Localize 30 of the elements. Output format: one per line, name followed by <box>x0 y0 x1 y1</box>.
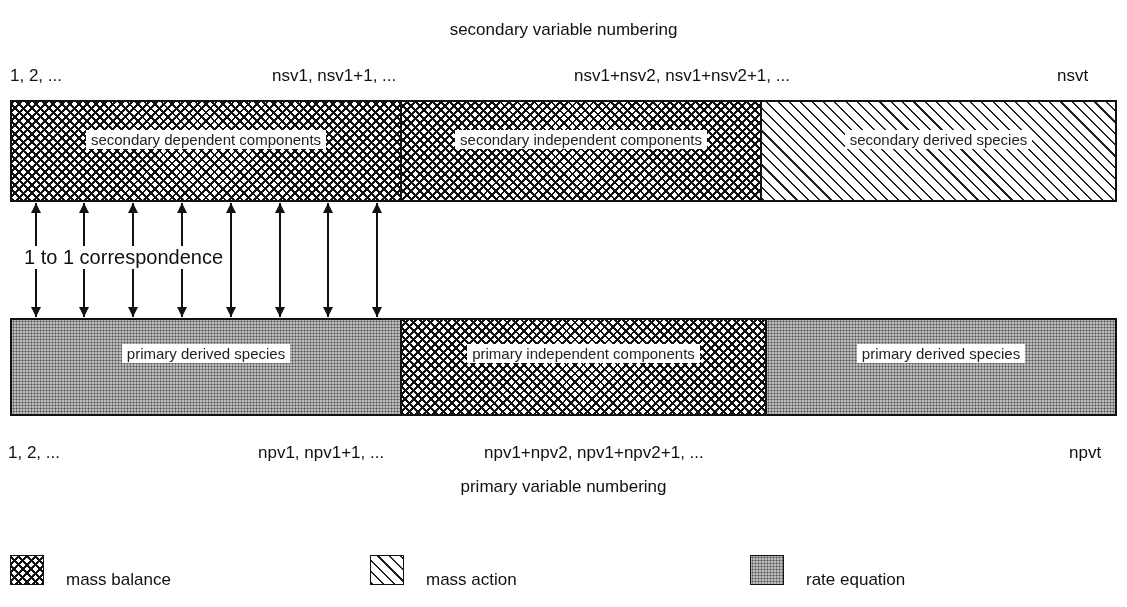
index-label: npvt <box>1069 443 1102 463</box>
segment-label: secondary derived species <box>844 130 1033 149</box>
hatched-bar-segment <box>765 318 1117 416</box>
legend-label: mass action <box>426 570 517 590</box>
hatched-bar-segment <box>10 318 402 416</box>
segment-label: primary derived species <box>856 344 1026 363</box>
index-label: npv1+npv2, npv1+npv2+1, ... <box>484 443 704 463</box>
hatched-bar-segment <box>400 100 762 202</box>
hatched-bar-segment <box>760 100 1117 202</box>
axis-caption: primary variable numbering <box>459 477 668 497</box>
segment-label: secondary dependent components <box>85 130 327 149</box>
index-label: nsvt <box>1057 66 1089 86</box>
legend-label: mass balance <box>66 570 171 590</box>
index-label: 1, 2, ... <box>10 66 62 86</box>
index-label: nsv1, nsv1+1, ... <box>272 66 397 86</box>
legend-label: rate equation <box>806 570 906 590</box>
hatched-bar-segment <box>10 100 402 202</box>
index-label: 1, 2, ... <box>8 443 60 463</box>
axis-caption: secondary variable numbering <box>448 20 679 40</box>
segment-label: secondary independent components <box>455 130 707 149</box>
double-arrow <box>275 202 285 318</box>
double-arrow <box>372 202 382 318</box>
double-arrow <box>226 202 236 318</box>
double-arrow <box>323 202 333 318</box>
segment-label: primary independent components <box>467 344 700 363</box>
hatched-bar-segment <box>400 318 767 416</box>
annotation-text: 1 to 1 correspondence <box>22 246 226 269</box>
index-label: nsv1+nsv2, nsv1+nsv2+1, ... <box>574 66 790 86</box>
segment-label: primary derived species <box>121 344 291 363</box>
index-label: npv1, npv1+1, ... <box>258 443 385 463</box>
